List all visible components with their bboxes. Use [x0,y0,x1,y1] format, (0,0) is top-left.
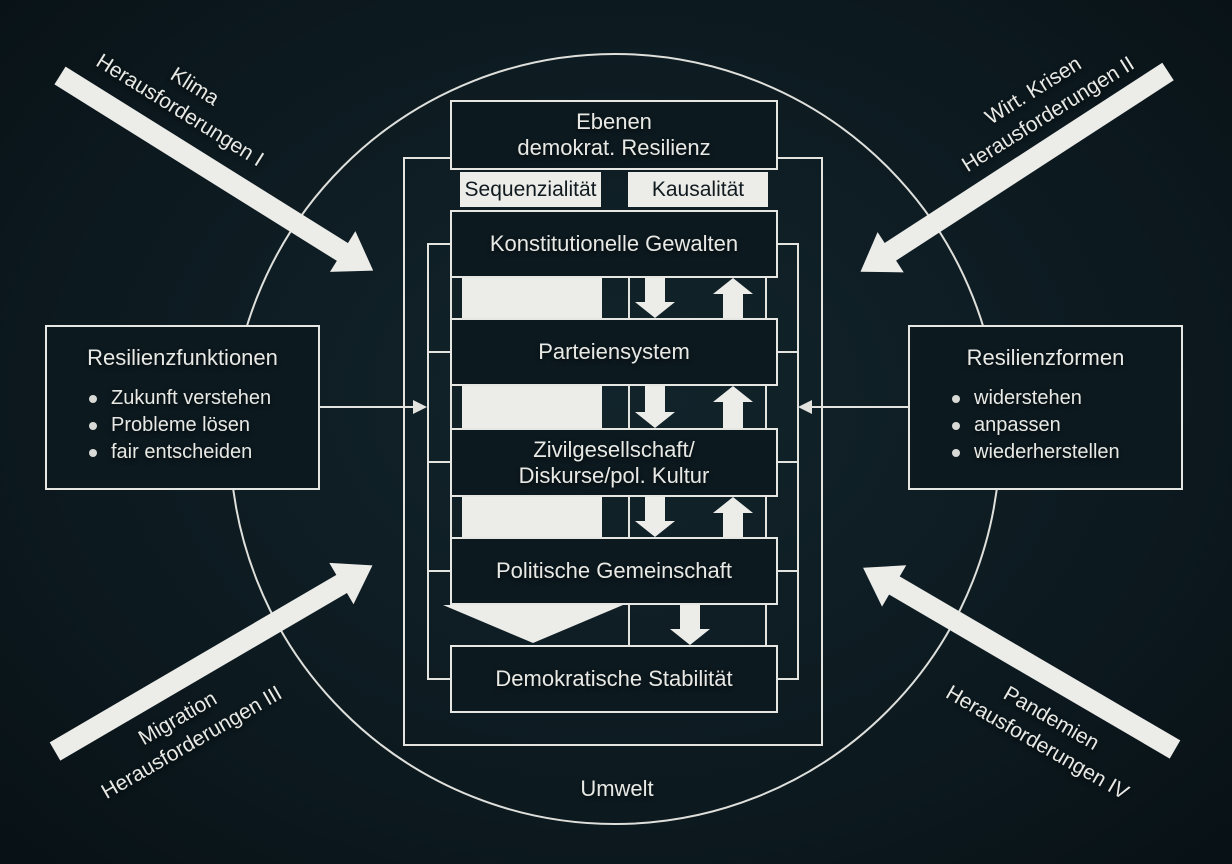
left-bracket-tick-5 [427,678,450,680]
causal-up-arrow-1 [713,278,753,318]
list-item: Probleme lösen [89,412,318,439]
left-bracket-tick-3 [427,461,450,463]
causal-down-arrow-4 [670,605,710,645]
left-connector-line [320,406,413,408]
list-item: widerstehen [952,385,1181,412]
gap1-left-edge-line [450,278,452,318]
right-connector-arrow-icon [798,400,812,414]
gap2-right-edge-line [765,386,767,428]
bullet-text: wiederherstellen [974,441,1120,463]
level-3-label-line2: Diskurse/pol. Kultur [518,462,710,488]
gap1-divider-line [628,278,630,318]
resilienzfunktionen-panel: Resilienzfunktionen Zukunft verstehen Pr… [45,325,320,490]
resilienzformen-list: widerstehen anpassen wiederherstellen [910,385,1181,466]
level-5-label: Demokratische Stabilität [495,666,733,691]
gap3-divider-line [628,497,630,537]
header-box-ebenen: Ebenen demokrat. Resilienz [450,100,778,170]
level-3-label-line1: Zivilgesellschaft/ [533,436,695,462]
level-box-demokratische-stabilitaet: Demokratische Stabilität [450,645,778,713]
right-bracket-tick-2 [778,351,799,353]
bullet-icon [89,448,97,457]
list-item: fair entscheiden [89,439,318,466]
gap2-left-edge-line [450,386,452,428]
sequence-arrow-head [443,605,623,643]
header-line1: Ebenen [576,109,652,134]
level-1-label: Konstitutionelle Gewalten [489,231,739,256]
gap4-right-edge-line [765,605,767,645]
mode-label-sequenzialitaet: Sequenzialität [460,172,601,207]
sequence-arrow-shaft-segment-3 [462,497,602,537]
level-2-label: Parteiensystem [538,339,690,364]
list-item: Zukunft verstehen [89,385,318,412]
gap3-right-edge-line [765,497,767,537]
gap1-right-edge-line [765,278,767,318]
resilienzformen-title: Resilienzformen [966,345,1125,370]
causal-down-arrow-3 [635,497,675,537]
level-box-zivilgesellschaft: Zivilgesellschaft/ Diskurse/pol. Kultur [450,428,778,497]
level-box-konstitutionelle-gewalten: Konstitutionelle Gewalten [450,210,778,278]
bullet-text: widerstehen [974,387,1082,409]
gap3-left-edge-line [450,497,452,537]
causal-down-arrow-1 [635,278,675,318]
gap2-divider-line [628,386,630,428]
right-bracket-tick-5 [778,678,799,680]
challenge-4-subtitle: Herausforderungen IV [942,681,1133,805]
left-bracket-tick-2 [427,351,450,353]
level-4-label: Politische Gemeinschaft [496,558,732,583]
bullet-text: Zukunft verstehen [111,387,272,409]
causal-up-arrow-3 [713,497,753,537]
challenge-1-subtitle: Herausforderungen I [92,49,268,172]
header-line2: demokrat. Resilienz [517,135,711,160]
resilienzformen-panel: Resilienzformen widerstehen anpassen wie… [908,325,1183,490]
level-box-parteiensystem: Parteiensystem [450,318,778,386]
bullet-text: anpassen [974,414,1061,436]
sequenzialitaet-text: Sequenzialität [464,177,597,201]
list-item: anpassen [952,412,1181,439]
right-connector-line [812,406,908,408]
bullet-icon [89,421,97,430]
bullet-icon [952,421,960,430]
gap4-divider-line [628,605,630,645]
left-bracket-tick-1 [427,243,450,245]
bullet-icon [952,394,960,403]
sequence-arrow-shaft-segment-2 [462,386,602,428]
causal-up-arrow-2 [713,386,753,428]
left-bracket-tick-4 [427,570,450,572]
causal-down-arrow-2 [635,386,675,428]
bullet-icon [89,394,97,403]
right-bracket-tick-3 [778,461,799,463]
resilienzfunktionen-list: Zukunft verstehen Probleme lösen fair en… [47,385,318,466]
environment-label: Umwelt [580,776,654,801]
right-bracket-tick-4 [778,570,799,572]
challenge-3-subtitle: Herausforderungen III [97,681,286,804]
bullet-text: fair entscheiden [111,441,253,463]
mode-label-kausalitaet: Kausalität [628,172,768,207]
kausalitaet-text: Kausalität [651,177,745,201]
sequence-arrow-shaft-segment-1 [462,278,602,318]
list-item: wiederherstellen [952,439,1181,466]
bullet-icon [952,448,960,457]
level-box-politische-gemeinschaft: Politische Gemeinschaft [450,537,778,605]
challenge-2-subtitle: Herausforderungen II [957,52,1139,177]
right-bracket-tick-1 [778,243,799,245]
left-connector-arrow-icon [413,400,427,414]
bullet-text: Probleme lösen [111,414,250,436]
resilienzfunktionen-title: Resilienzfunktionen [87,345,278,370]
